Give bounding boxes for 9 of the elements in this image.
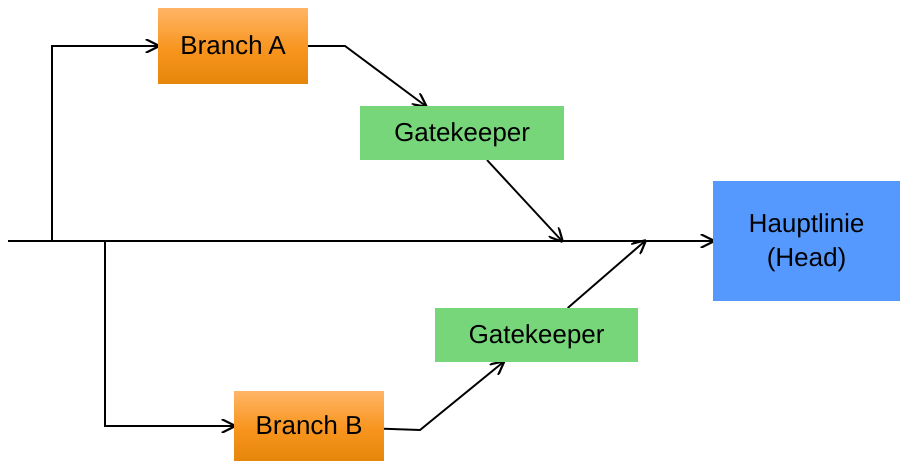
process-box: Hauptlinie (Head) <box>713 181 900 301</box>
process-box: Gatekeeper <box>435 308 638 362</box>
process-box: Gatekeeper <box>360 106 564 160</box>
arrow <box>567 238 648 309</box>
arrow <box>308 45 428 108</box>
process-box: Branch A <box>158 8 308 84</box>
arrow <box>486 159 564 244</box>
arrow <box>384 360 506 432</box>
process-box: Branch B <box>234 391 384 461</box>
